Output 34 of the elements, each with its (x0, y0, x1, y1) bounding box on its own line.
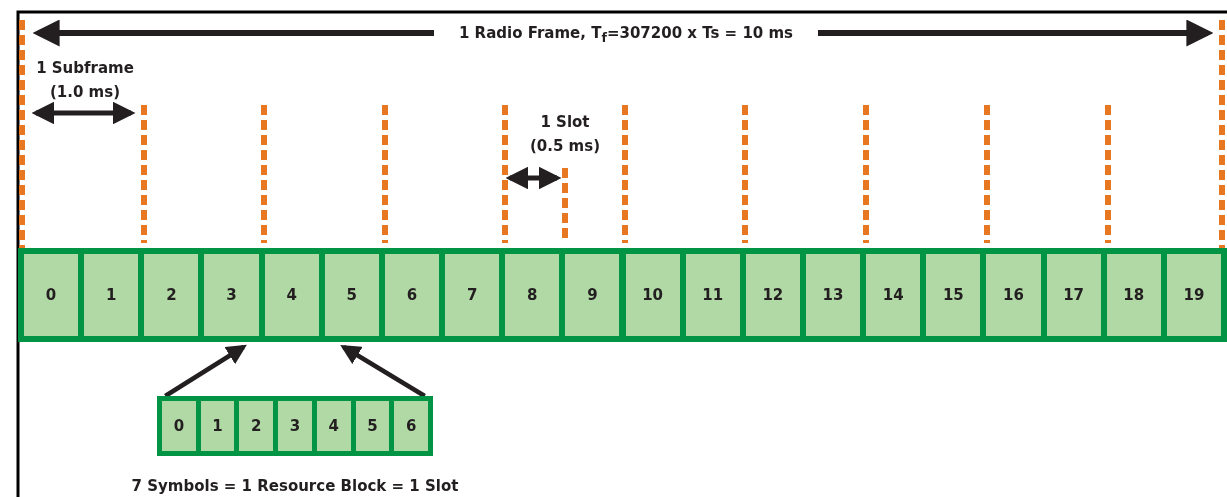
symbol-cell: 6 (394, 401, 428, 451)
duration-label: 1 Slot (0.5 ms) (528, 112, 602, 157)
symbol-cell: 0 (162, 401, 196, 451)
arrow (340, 344, 426, 398)
radio-frame-bar (18, 248, 1227, 342)
resource-block-bar (157, 396, 433, 456)
symbol-cell: 1 (200, 401, 235, 451)
slot-cell: 13 (805, 254, 861, 336)
slot-cell: 2 (144, 254, 199, 336)
slot-cell: 12 (745, 254, 800, 336)
node-label: 7 Symbols = 1 Resource Block = 1 Slot (130, 476, 460, 497)
symbol-cell: 3 (278, 401, 312, 451)
slot-cell: 6 (384, 254, 440, 336)
slot-cell: 0 (24, 254, 79, 336)
slot-cell: 4 (264, 254, 319, 336)
slot-cell: 11 (685, 254, 740, 336)
slot-cell: 19 (1166, 254, 1221, 336)
duration-label: 1 Subframe (1.0 ms) (35, 58, 135, 103)
symbol-cell: 2 (239, 401, 274, 451)
slot-cell: 18 (1106, 254, 1161, 336)
slot-cell: 17 (1046, 254, 1101, 336)
slot-cell: 5 (324, 254, 379, 336)
slot-cell: 9 (565, 254, 620, 336)
slot-cell: 15 (926, 254, 981, 336)
slot-cell: 16 (986, 254, 1041, 336)
slot-cell: 3 (204, 254, 259, 336)
slot-cell: 1 (84, 254, 139, 336)
slot-cell: 10 (625, 254, 680, 336)
slot-cell: 8 (505, 254, 560, 336)
symbol-cell: 5 (355, 401, 390, 451)
slot-cell: 7 (445, 254, 500, 336)
arrow (164, 344, 247, 398)
slot-cell: 14 (866, 254, 921, 336)
symbol-cell: 4 (316, 401, 351, 451)
